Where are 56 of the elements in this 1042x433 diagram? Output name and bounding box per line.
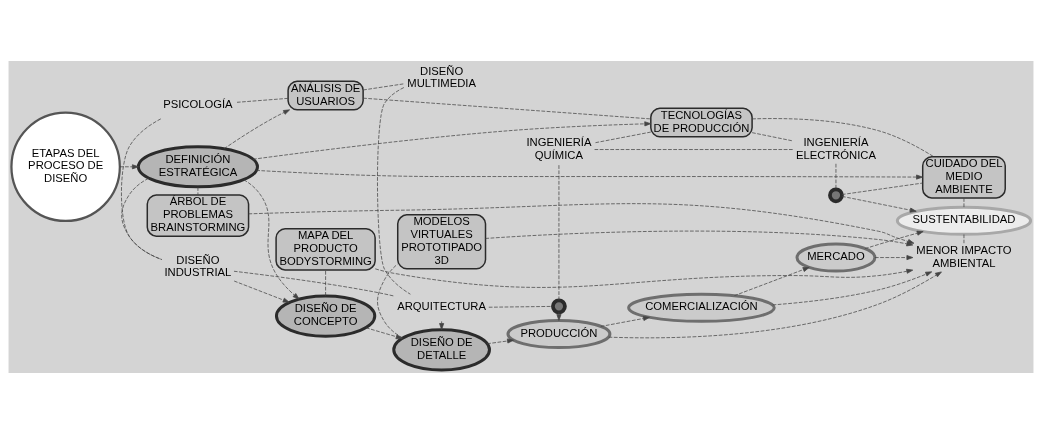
arrow	[256, 169, 923, 180]
connector	[841, 182, 923, 195]
node-box: CUIDADO DEL MEDIO AMBIENTE	[921, 155, 1006, 199]
node-ellipse: DEFINICIÓN ESTRATÉGICA	[136, 144, 259, 188]
node-text: DISEÑO INDUSTRIAL	[164, 253, 232, 278]
arrow	[243, 178, 300, 299]
connector	[377, 86, 411, 295]
connector	[121, 177, 163, 260]
connector	[362, 97, 651, 119]
connector	[835, 162, 837, 190]
connector	[594, 131, 652, 143]
connector	[233, 270, 396, 297]
arrow	[439, 320, 445, 330]
connector	[235, 97, 289, 103]
arrow	[600, 315, 650, 327]
connector	[751, 131, 794, 141]
node-text: DISEÑO MULTIMEDIA	[407, 64, 476, 89]
node-text: MENOR IMPACTO AMBIENTAL	[916, 243, 1012, 269]
arrow	[772, 270, 933, 305]
arrow	[374, 267, 914, 288]
arrow	[841, 195, 917, 213]
connector	[963, 233, 965, 244]
node-circle: ETAPAS DEL PROCESO DE DISEÑO	[10, 110, 121, 222]
arrow	[734, 266, 810, 296]
node-box: MODELOS VIRTUALES PROTOTIPADO 3D	[397, 213, 487, 270]
connector	[963, 197, 965, 208]
arrow	[223, 108, 290, 149]
arrow	[119, 163, 139, 169]
connector	[325, 269, 326, 296]
connector	[751, 117, 934, 157]
connector	[594, 148, 794, 150]
node-text: ARQUITECTURA	[397, 299, 487, 312]
arrow	[233, 280, 290, 303]
connector	[377, 263, 403, 338]
node-box: TECNOLOGÍAS DE PRODUCCIÓN	[650, 107, 753, 137]
arrow	[486, 338, 514, 344]
node-text: INGENIERÍA ELECTRÓNICA	[795, 135, 876, 161]
node-text: INGENIERÍA QUÍMICA	[526, 135, 592, 161]
arrow	[485, 230, 914, 246]
node-box: ÁRBOL DE PROBLEMAS BRAINSTORMING	[146, 193, 250, 237]
arrow	[556, 311, 562, 321]
arrow	[864, 230, 924, 249]
arrow	[365, 326, 403, 339]
connector	[197, 186, 199, 195]
node-circle	[828, 186, 844, 203]
arrow	[608, 271, 942, 338]
connector	[558, 163, 560, 301]
connector	[121, 118, 163, 260]
connector	[488, 305, 553, 308]
connector	[362, 82, 405, 90]
node-box: ANÁLISIS DE USUARIOS	[287, 80, 364, 110]
arrow	[252, 120, 652, 160]
node-text: PSICOLOGÍA	[163, 97, 233, 110]
arrow	[874, 254, 914, 260]
arrow	[248, 202, 915, 244]
node-box: MAPA DEL PRODUCTO BODYSTORMING	[275, 227, 376, 271]
